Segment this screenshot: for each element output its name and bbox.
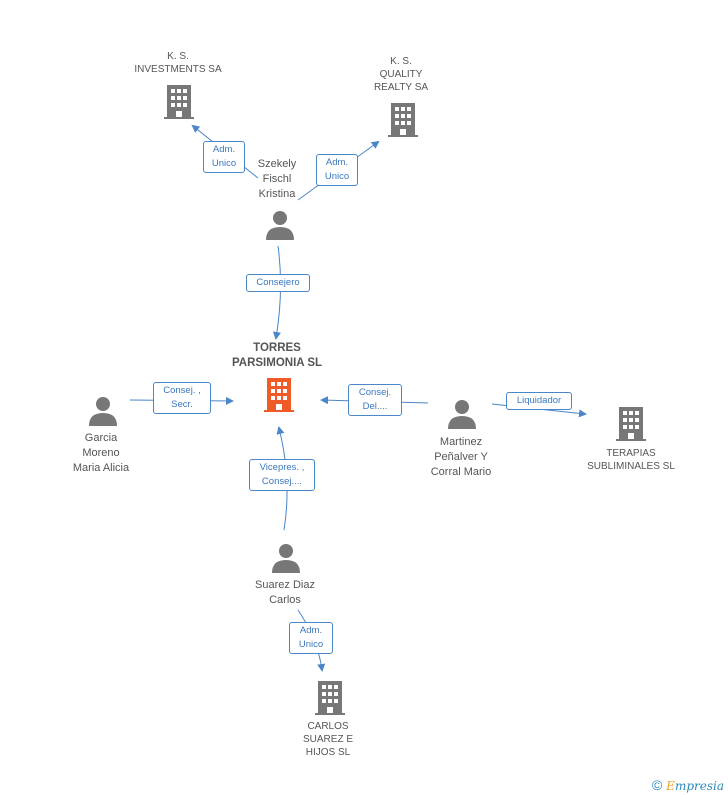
copyright-icon: © [651,777,663,793]
person-icon[interactable] [88,396,118,426]
relation-badge-adm-ks-investments[interactable]: Adm. Unico [203,141,245,173]
relation-badge-consej-secr[interactable]: Consej. , Secr. [153,382,211,414]
brand-logo: Empresia [666,779,724,793]
main-company-label[interactable]: TORRES PARSIMONIA SL [231,342,323,369]
relation-badge-adm-carlos[interactable]: Adm. Unico [289,622,333,654]
company-label-terapias[interactable]: TERAPIAS SUBLIMINALES SL [587,448,675,472]
relation-badge-consejero[interactable]: Consejero [246,274,310,292]
relation-badge-adm-ks-quality[interactable]: Adm. Unico [316,154,358,186]
building-icon[interactable] [388,103,418,137]
building-icon[interactable] [315,681,345,715]
relation-badge-liquidador[interactable]: Liquidador [506,392,572,410]
person-label-martinez[interactable]: Martinez Peñalver Y Corral Mario [430,436,492,478]
company-label-ks-investments[interactable]: K. S. INVESTMENTS SA [134,51,222,75]
building-icon[interactable] [164,85,194,119]
company-label-carlos-suarez[interactable]: CARLOS SUAREZ E HIJOS SL [302,721,353,758]
person-label-garcia[interactable]: Garcia Moreno Maria Alicia [72,432,130,474]
company-label-ks-quality[interactable]: K. S. QUALITY REALTY SA [373,56,429,93]
person-icon[interactable] [447,399,477,429]
main-building-icon[interactable] [264,378,294,412]
person-icon[interactable] [265,210,295,240]
relation-badge-vicepres[interactable]: Vicepres. , Consej.... [249,459,315,491]
person-label-szekely[interactable]: Szekely Fischl Kristina [257,158,297,200]
person-icon[interactable] [271,543,301,573]
person-label-suarez[interactable]: Suarez Diaz Carlos [255,579,315,606]
relation-badge-consej-del[interactable]: Consej. Del.... [348,384,402,416]
building-icon[interactable] [616,407,646,441]
empresia-footer[interactable]: ©Empresia [652,777,724,793]
edge-szekely-torres [273,245,282,340]
